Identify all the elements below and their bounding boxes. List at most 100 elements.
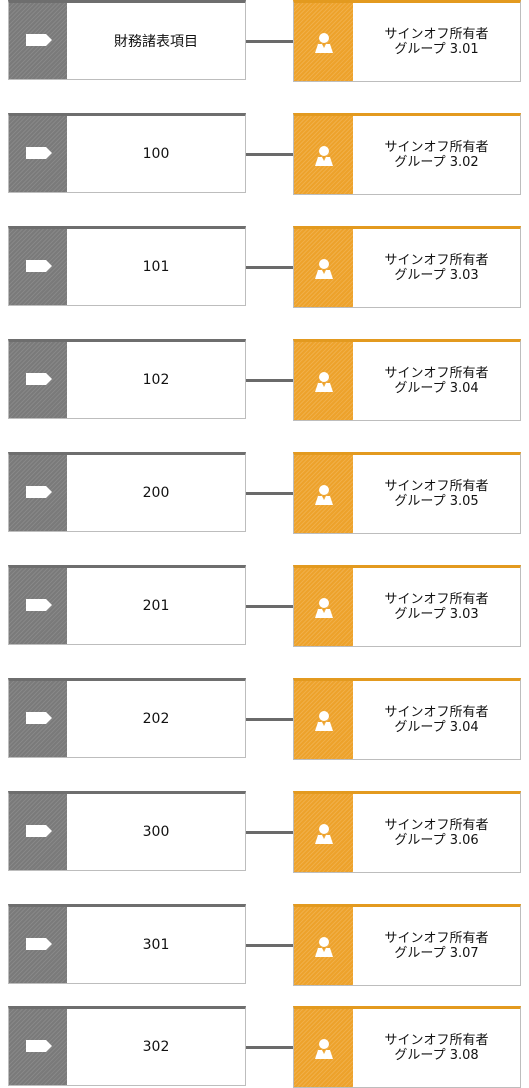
person-icon: [315, 1039, 333, 1059]
owner-title: サインオフ所有者: [384, 140, 489, 155]
owner-node[interactable]: サインオフ所有者 グループ 3.08: [293, 1006, 521, 1088]
item-label: 101: [142, 259, 170, 275]
owner-label: サインオフ所有者 グループ 3.07: [353, 907, 520, 985]
item-node-strip: [9, 568, 67, 644]
tag-icon: [26, 712, 52, 724]
connector-line: [246, 492, 293, 495]
item-node-strip: [9, 455, 67, 531]
owner-group: グループ 3.08: [394, 1048, 479, 1063]
item-node[interactable]: 301: [8, 904, 246, 984]
person-icon: [315, 259, 333, 279]
item-node-strip: [9, 229, 67, 305]
owner-node-strip: [294, 794, 353, 872]
connector-line: [246, 379, 293, 382]
owner-label: サインオフ所有者 グループ 3.02: [353, 116, 520, 194]
owner-node[interactable]: サインオフ所有者 グループ 3.04: [293, 339, 521, 421]
owner-node[interactable]: サインオフ所有者 グループ 3.03: [293, 226, 521, 308]
item-node-strip: [9, 907, 67, 983]
owner-node-strip: [294, 907, 353, 985]
item-node-strip: [9, 116, 67, 192]
owner-title: サインオフ所有者: [384, 592, 489, 607]
owner-node-strip: [294, 681, 353, 759]
owner-title: サインオフ所有者: [384, 253, 489, 268]
connector-line: [246, 605, 293, 608]
tag-icon: [26, 938, 52, 950]
tag-icon: [26, 1040, 52, 1052]
tag-icon: [26, 599, 52, 611]
connector-line: [246, 1046, 293, 1049]
owner-label: サインオフ所有者 グループ 3.04: [353, 681, 520, 759]
person-icon: [315, 598, 333, 618]
diagram-row: 302 サインオフ所有者 グループ 3.08: [0, 1006, 529, 1088]
owner-label: サインオフ所有者 グループ 3.03: [353, 229, 520, 307]
owner-label: サインオフ所有者 グループ 3.04: [353, 342, 520, 420]
item-node-strip: [9, 342, 67, 418]
owner-node[interactable]: サインオフ所有者 グループ 3.02: [293, 113, 521, 195]
diagram-row: 301 サインオフ所有者 グループ 3.07: [0, 904, 529, 986]
owner-group: グループ 3.06: [394, 833, 479, 848]
owner-node[interactable]: サインオフ所有者 グループ 3.06: [293, 791, 521, 873]
item-node-strip: [9, 794, 67, 870]
item-node[interactable]: 201: [8, 565, 246, 645]
item-node[interactable]: 102: [8, 339, 246, 419]
owner-node-strip: [294, 1009, 353, 1087]
tag-icon: [26, 825, 52, 837]
owner-node-strip: [294, 3, 353, 81]
owner-node-strip: [294, 568, 353, 646]
item-label: 201: [142, 598, 170, 614]
connector-line: [246, 831, 293, 834]
connector-line: [246, 718, 293, 721]
owner-title: サインオフ所有者: [384, 705, 489, 720]
diagram-row: 202 サインオフ所有者 グループ 3.04: [0, 678, 529, 760]
owner-group: グループ 3.03: [394, 607, 479, 622]
person-icon: [315, 711, 333, 731]
diagram-row: 300 サインオフ所有者 グループ 3.06: [0, 791, 529, 873]
owner-title: サインオフ所有者: [384, 1033, 489, 1048]
diagram-row: 102 サインオフ所有者 グループ 3.04: [0, 339, 529, 421]
owner-group: グループ 3.02: [394, 155, 479, 170]
item-node[interactable]: 300: [8, 791, 246, 871]
item-label: 102: [142, 372, 170, 388]
owner-node[interactable]: サインオフ所有者 グループ 3.05: [293, 452, 521, 534]
item-node[interactable]: 財務諸表項目: [8, 0, 246, 80]
tag-icon: [26, 260, 52, 272]
owner-label: サインオフ所有者 グループ 3.08: [353, 1009, 520, 1087]
person-icon: [315, 33, 333, 53]
item-label: 財務諸表項目: [114, 34, 198, 50]
owner-title: サインオフ所有者: [384, 27, 489, 42]
owner-label: サインオフ所有者 グループ 3.06: [353, 794, 520, 872]
item-node-strip: [9, 3, 67, 79]
person-icon: [315, 824, 333, 844]
diagram-row: 201 サインオフ所有者 グループ 3.03: [0, 565, 529, 647]
owner-node[interactable]: サインオフ所有者 グループ 3.07: [293, 904, 521, 986]
item-label: 300: [142, 824, 170, 840]
connector-line: [246, 153, 293, 156]
item-label: 202: [142, 711, 170, 727]
owner-label: サインオフ所有者 グループ 3.01: [353, 3, 520, 81]
person-icon: [315, 937, 333, 957]
item-node[interactable]: 302: [8, 1006, 246, 1086]
owner-group: グループ 3.07: [394, 946, 479, 961]
item-node-strip: [9, 1009, 67, 1085]
item-node[interactable]: 101: [8, 226, 246, 306]
owner-node[interactable]: サインオフ所有者 グループ 3.03: [293, 565, 521, 647]
item-label: 200: [142, 485, 170, 501]
item-label: 302: [142, 1039, 170, 1055]
owner-title: サインオフ所有者: [384, 931, 489, 946]
diagram-row: 財務諸表項目 サインオフ所有者 グループ 3.01: [0, 0, 529, 82]
owner-node[interactable]: サインオフ所有者 グループ 3.01: [293, 0, 521, 82]
person-icon: [315, 146, 333, 166]
item-node[interactable]: 200: [8, 452, 246, 532]
owner-group: グループ 3.03: [394, 268, 479, 283]
item-node[interactable]: 100: [8, 113, 246, 193]
owner-title: サインオフ所有者: [384, 366, 489, 381]
owner-node-strip: [294, 229, 353, 307]
diagram-row: 200 サインオフ所有者 グループ 3.05: [0, 452, 529, 534]
item-node[interactable]: 202: [8, 678, 246, 758]
owner-node-strip: [294, 455, 353, 533]
owner-group: グループ 3.01: [394, 42, 479, 57]
owner-group: グループ 3.04: [394, 381, 479, 396]
owner-label: サインオフ所有者 グループ 3.05: [353, 455, 520, 533]
person-icon: [315, 372, 333, 392]
owner-node[interactable]: サインオフ所有者 グループ 3.04: [293, 678, 521, 760]
